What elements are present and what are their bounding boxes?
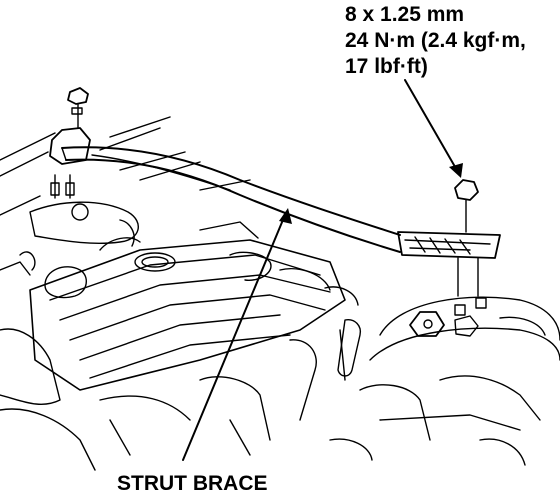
fender-hatching — [0, 116, 251, 216]
engine-cover — [29, 219, 362, 391]
left-strut-mount — [29, 87, 139, 244]
torque-spec-imperial: 17 lbf·ft) — [345, 55, 428, 78]
strut-brace — [61, 146, 501, 259]
engine-lower-details — [0, 251, 541, 471]
torque-spec-bolt-size: 8 x 1.25 mm — [345, 3, 465, 26]
torque-arrowhead — [449, 163, 463, 178]
strut-brace-label: STRUT BRACE — [117, 472, 268, 495]
strut-brace-leader-line[interactable] — [182, 214, 286, 461]
leader-arrows[interactable] — [182, 79, 459, 461]
torque-leader-line[interactable] — [404, 79, 459, 173]
strut-brace-arrowhead — [279, 208, 292, 224]
torque-spec-value: 24 N·m (2.4 kgf·m, — [345, 29, 526, 52]
right-strut-mount — [369, 179, 560, 361]
